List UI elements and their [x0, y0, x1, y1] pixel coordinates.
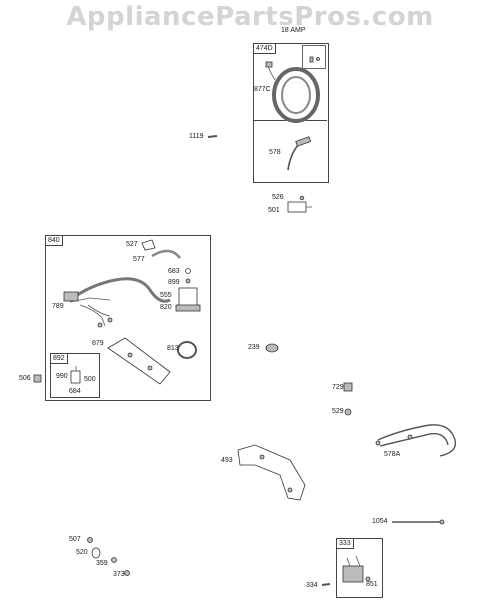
part-label-851[interactable]: 851 — [366, 581, 378, 588]
part-label-879[interactable]: 879 — [92, 340, 104, 347]
header-partial-label: 18 AMP — [281, 27, 306, 34]
part-label-1119[interactable]: 1119 — [189, 133, 204, 140]
part-label-527[interactable]: 527 — [126, 241, 138, 248]
part-label-813[interactable]: 813 — [167, 345, 179, 352]
part-label-529[interactable]: 529 — [332, 408, 344, 415]
part-label-729[interactable]: 729 — [332, 384, 344, 391]
part-label-577[interactable]: 577 — [133, 256, 145, 263]
part-label-789[interactable]: 789 — [52, 303, 64, 310]
part-label-520[interactable]: 520 — [76, 549, 88, 556]
screws-1059-drawing — [309, 56, 320, 63]
part-label-820[interactable]: 820 — [160, 304, 172, 311]
part-label-506[interactable]: 506 — [19, 375, 31, 382]
part-label-493[interactable]: 493 — [221, 457, 233, 464]
part-label-501[interactable]: 501 — [268, 207, 280, 214]
stator-subgroup-box — [302, 45, 326, 69]
part-label-683[interactable]: 683 — [168, 268, 180, 275]
part-label-526[interactable]: 526 — [272, 194, 284, 201]
harness-group-tag: 840 — [45, 235, 63, 246]
part-label-555[interactable]: 555 — [160, 292, 172, 299]
watermark: AppliancePartsPros.com — [66, 2, 434, 32]
stator-group-tag: 474D — [253, 43, 276, 54]
key-switch-group-tag: 892 — [50, 353, 68, 364]
part-label-578A[interactable]: 578A — [384, 451, 401, 458]
part-label-899[interactable]: 899 — [168, 279, 180, 286]
part-label-990[interactable]: 990 — [56, 373, 68, 380]
part-label-877C[interactable]: 877C — [254, 86, 271, 93]
part-label-507[interactable]: 507 — [69, 536, 81, 543]
part-label-359[interactable]: 359 — [96, 560, 108, 567]
part-label-500[interactable]: 500 — [84, 376, 96, 383]
part-label-1054[interactable]: 1054 — [372, 518, 388, 525]
stator-coil-drawing — [265, 61, 320, 123]
part-label-578[interactable]: 578 — [269, 149, 281, 156]
part-label-684[interactable]: 684 — [69, 388, 81, 395]
part-label-239[interactable]: 239 — [248, 344, 260, 351]
rectifier-group-tag: 333 — [336, 538, 354, 549]
spark-plug-wire-drawing — [287, 136, 312, 171]
part-label-373[interactable]: 373 — [113, 571, 125, 578]
part-label-334[interactable]: 334 — [306, 582, 318, 589]
